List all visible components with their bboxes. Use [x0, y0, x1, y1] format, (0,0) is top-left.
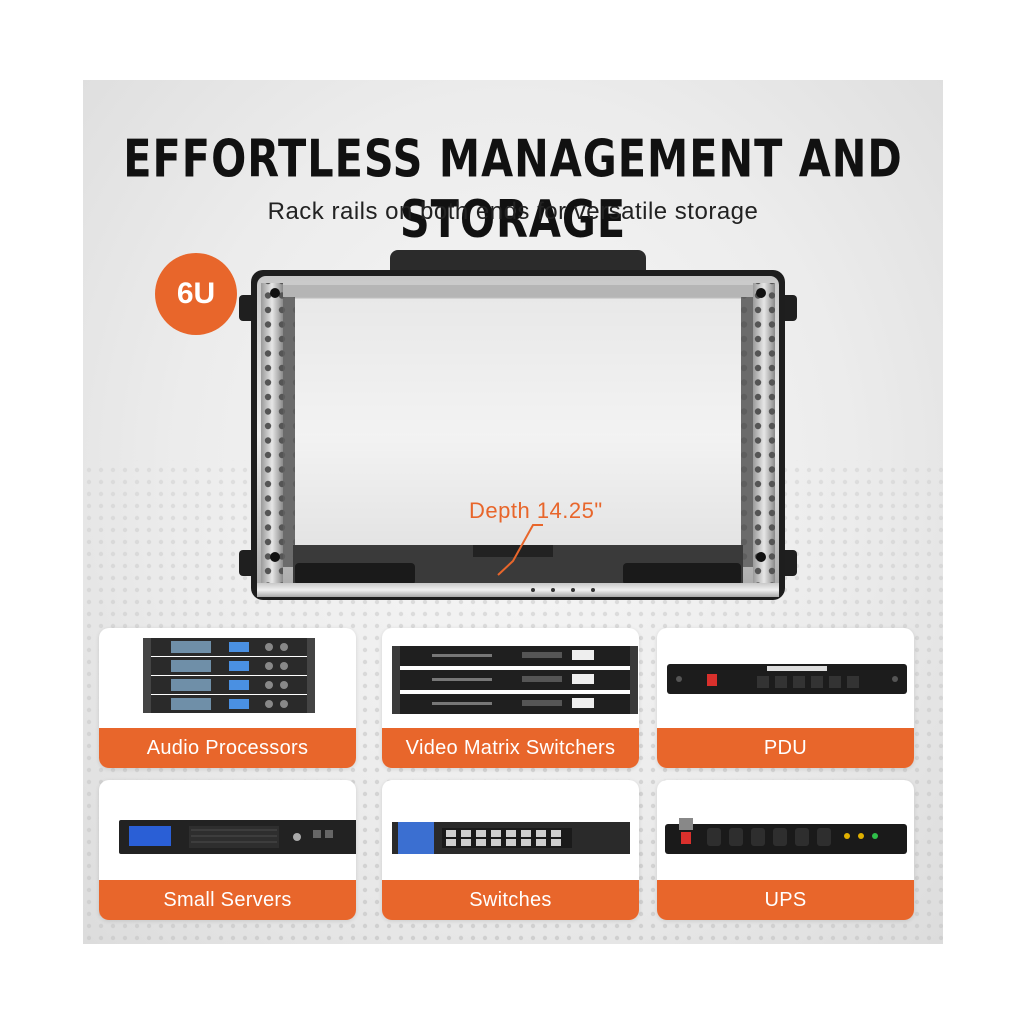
- video-matrix-stack-icon: [392, 646, 638, 714]
- ups-strip-icon: [665, 818, 907, 854]
- rack-units-badge: 6U: [155, 253, 237, 335]
- pdu-strip-icon: [667, 664, 907, 694]
- subheadline: Rack rails on both ends for versatile st…: [267, 198, 759, 225]
- device-label: UPS: [657, 880, 914, 920]
- device-label: PDU: [657, 728, 914, 768]
- device-card-small-servers: Small Servers: [99, 780, 356, 920]
- product-panel: EFFORTLESS MANAGEMENT AND STORAGE Rack r…: [83, 80, 943, 944]
- device-label: Small Servers: [99, 880, 356, 920]
- rack-case-illustration: [239, 250, 797, 600]
- headline: EFFORTLESS MANAGEMENT AND STORAGE: [123, 128, 903, 250]
- device-label: Video Matrix Switchers: [382, 728, 639, 768]
- depth-callout: Depth 14.25": [469, 498, 603, 523]
- device-card-switches: Switches: [382, 780, 639, 920]
- device-label: Audio Processors: [99, 728, 356, 768]
- device-card-audio-processors: Audio Processors: [99, 628, 356, 768]
- device-card-ups: UPS: [657, 780, 914, 920]
- device-card-pdu: PDU: [657, 628, 914, 768]
- network-switch-icon: [392, 822, 630, 854]
- depth-pointer-line: [497, 524, 543, 576]
- server-1u-icon: [119, 820, 356, 854]
- device-card-video-matrix-switchers: Video Matrix Switchers: [382, 628, 639, 768]
- device-label: Switches: [382, 880, 639, 920]
- audio-processor-stack-icon: [143, 638, 315, 713]
